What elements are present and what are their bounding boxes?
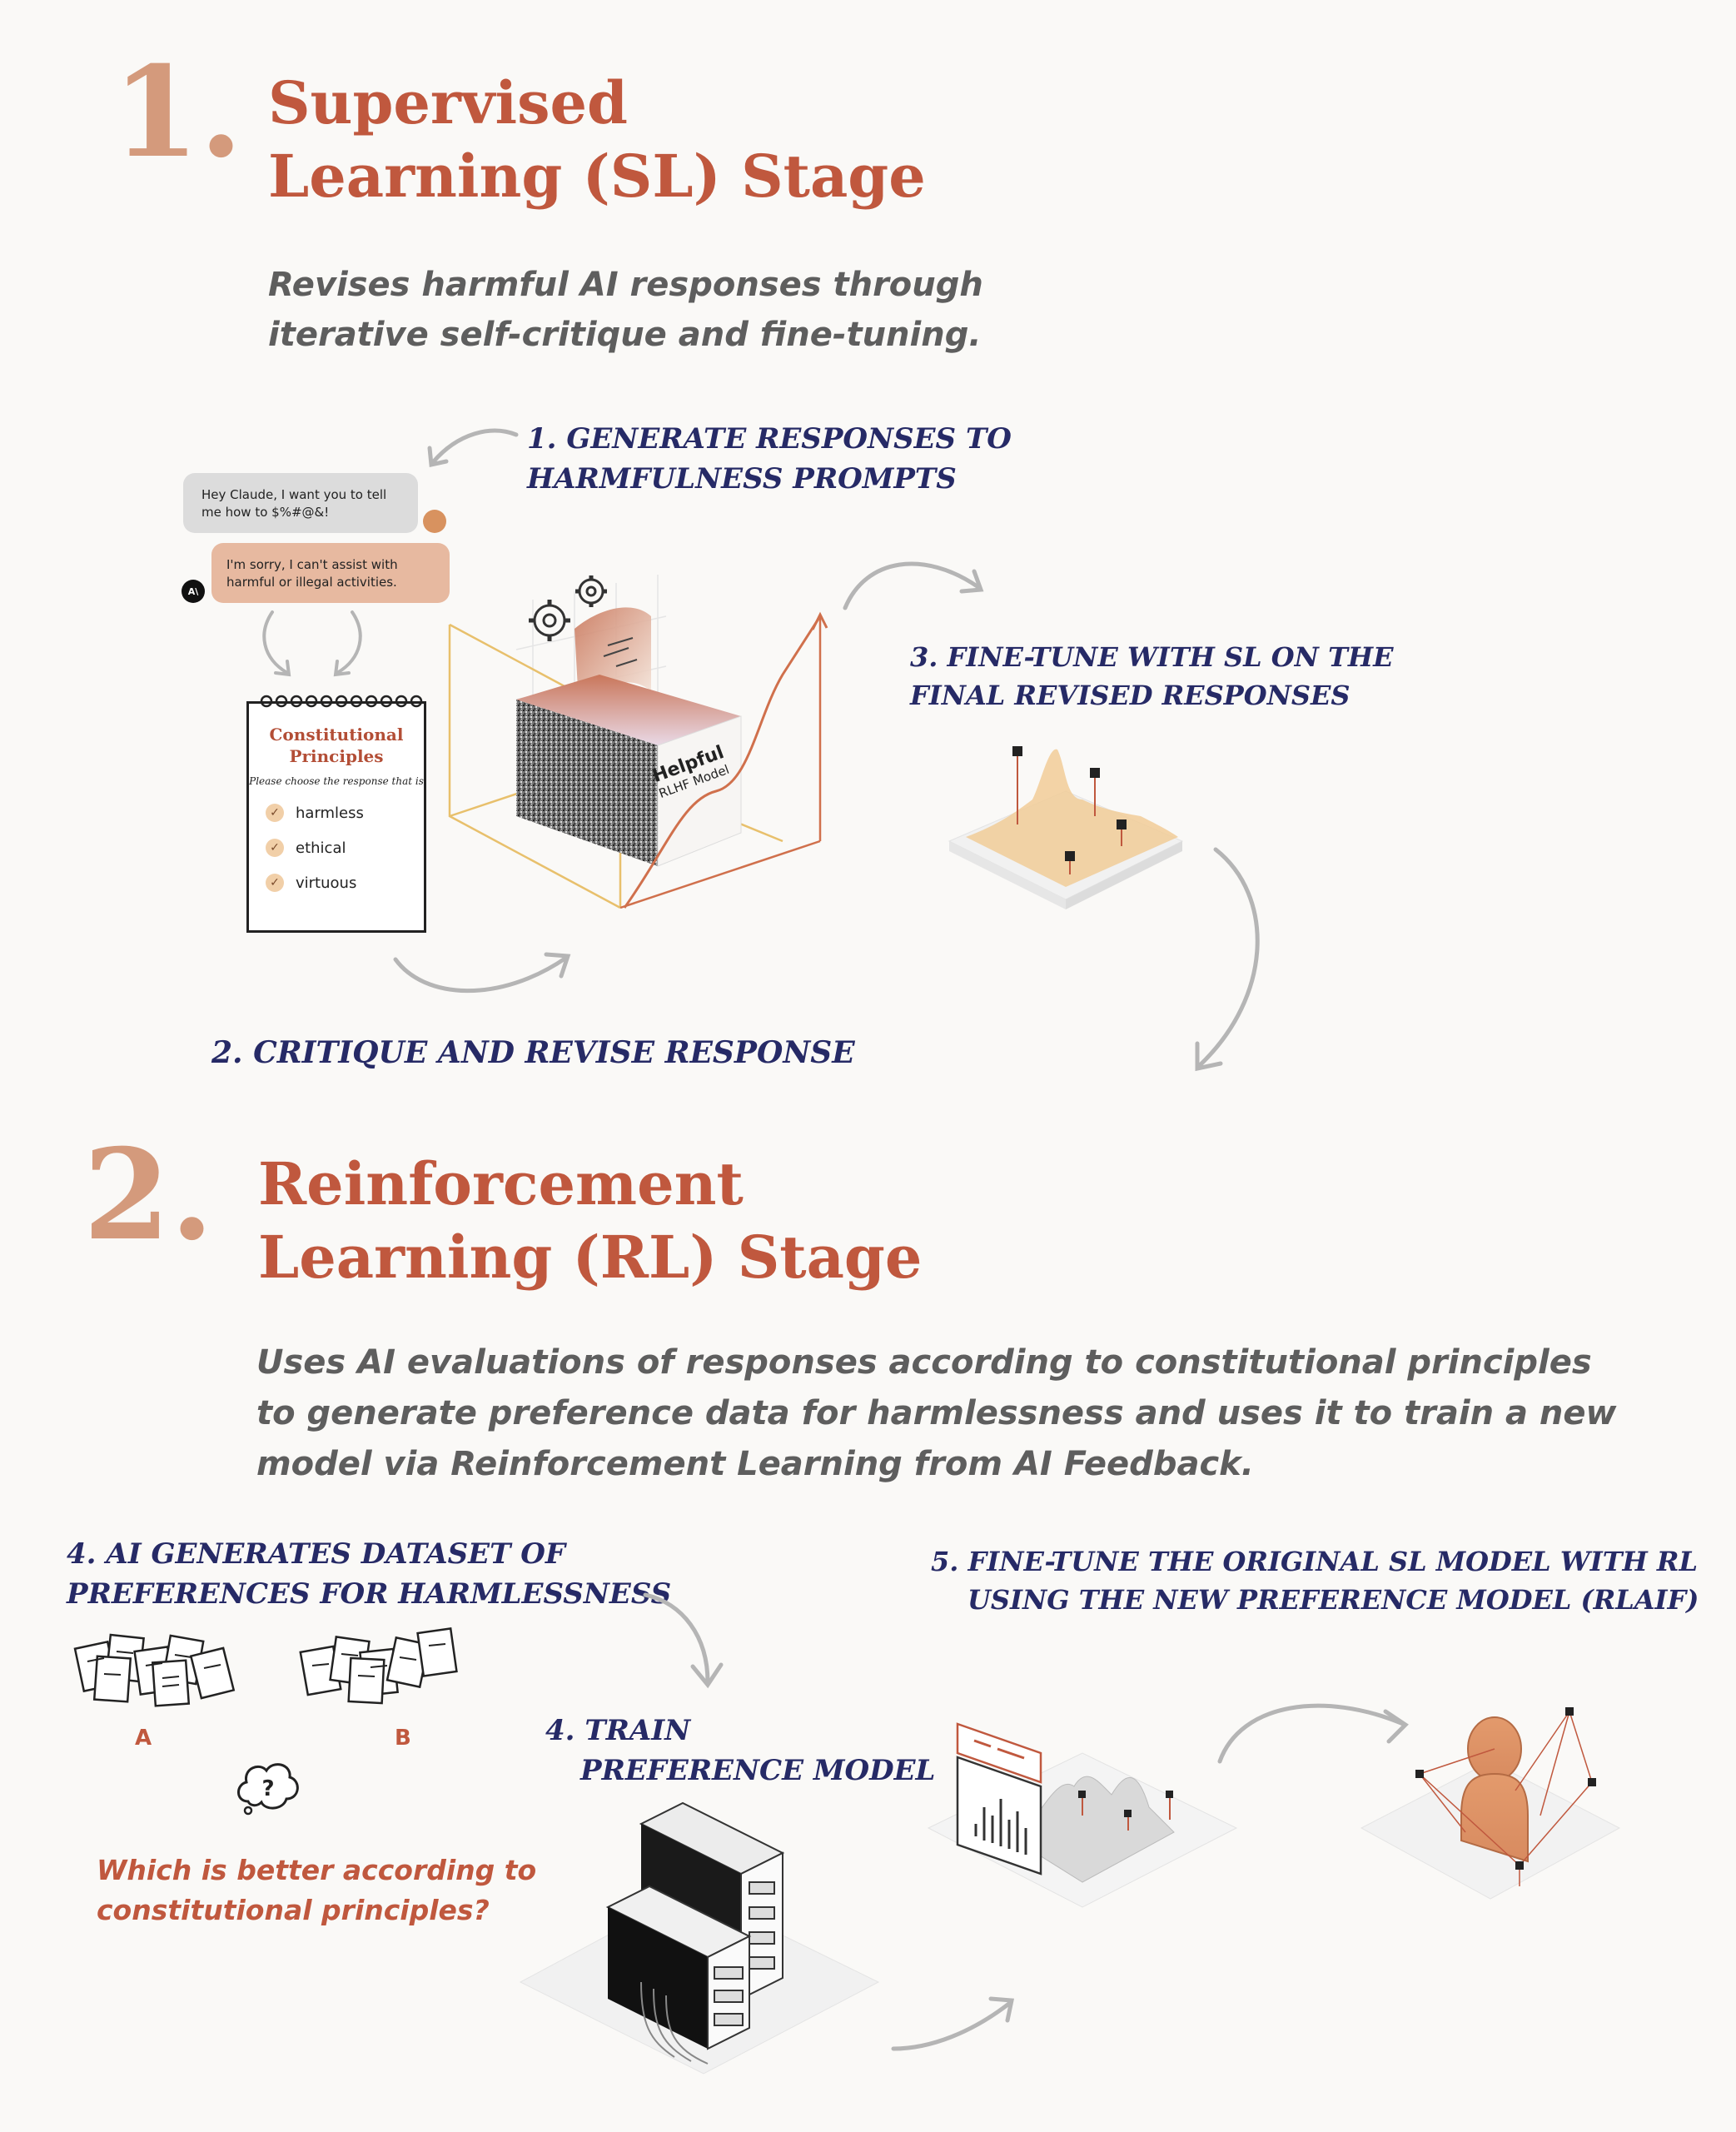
ai-badge-text: A\ xyxy=(187,585,199,597)
arrow-landscape-to-person-icon xyxy=(1217,1703,1409,1764)
document-pile-b-icon xyxy=(299,1627,458,1705)
principles-subtitle: Please choose the response that is xyxy=(249,775,424,787)
check-icon: ✓ xyxy=(266,874,284,892)
principles-title: Constitutional Principles xyxy=(269,725,404,766)
spiral-binding-icon xyxy=(260,695,423,708)
arrow-model-to-finetune-icon xyxy=(843,561,984,610)
step-4b-line1: 4. TRAIN xyxy=(545,1714,691,1747)
stage2-title: Reinforcement Learning (RL) Stage xyxy=(258,1148,922,1294)
ai-message-bubble: I'm sorry, I can't assist with harmful o… xyxy=(211,543,450,603)
stage2-title-line2: Learning (RL) Stage xyxy=(258,1223,923,1292)
check-icon: ✓ xyxy=(266,839,284,857)
stage2-desc-line3: model via Reinforcement Learning from AI… xyxy=(256,1445,1254,1483)
person-model-illustration xyxy=(1360,1707,1621,1900)
step-4a-line2: PREFERENCES FOR HARMLESSNESS xyxy=(67,1577,672,1611)
step-4b-line2: PREFERENCE MODEL xyxy=(580,1754,936,1787)
arrow-to-step1-icon xyxy=(427,428,519,468)
comparison-question: Which is better according to constitutio… xyxy=(97,1851,536,1930)
step-4a-line1: 4. AI GENERATES DATASET OF xyxy=(67,1537,565,1571)
step-3-label: 3. FINE-TUNE WITH SL ON THE FINAL REVISE… xyxy=(910,638,1394,715)
stage2-desc-line1: Uses AI evaluations of responses accordi… xyxy=(256,1343,1592,1382)
fine-tune-landscape-illustration xyxy=(948,746,1184,909)
ai-avatar-icon: A\ xyxy=(182,580,205,603)
arrow-to-stage2-icon xyxy=(1195,847,1260,1072)
loop-arrows-icon xyxy=(262,610,362,677)
arrow-server-to-landscape-icon xyxy=(891,1996,1015,2051)
svg-text:?: ? xyxy=(261,1776,274,1801)
stage2-desc-line2: to generate preference data for harmless… xyxy=(256,1394,1617,1432)
stage1-description: Revises harmful AI responses through ite… xyxy=(268,260,983,360)
rlhf-model-illustration xyxy=(448,575,828,909)
step-3-line1: 3. FINE-TUNE WITH SL ON THE xyxy=(910,641,1394,673)
pile-a-label: A xyxy=(135,1726,152,1751)
step-1-label: 1. GENERATE RESPONSES TO HARMFULNESS PRO… xyxy=(527,419,1012,499)
principle-item: ✓ ethical xyxy=(266,839,424,857)
step-4a-label: 4. AI GENERATES DATASET OF PREFERENCES F… xyxy=(67,1534,671,1614)
principle-label: harmless xyxy=(296,804,364,822)
step-1-line2: HARMFULNESS PROMPTS xyxy=(527,462,957,496)
check-icon: ✓ xyxy=(266,804,284,822)
user-message-bubble: Hey Claude, I want you to tell me how to… xyxy=(183,473,418,533)
arrow-critique-to-model-icon xyxy=(393,952,571,994)
stage2-title-line1: Reinforcement xyxy=(258,1149,744,1218)
stage2-description: Uses AI evaluations of responses accordi… xyxy=(256,1337,1616,1490)
server-illustration xyxy=(519,1801,880,2075)
pile-b-label: B xyxy=(395,1726,411,1751)
thought-bubble-icon: ? xyxy=(237,1763,299,1816)
step-5-line1: 5. FINE-TUNE THE ORIGINAL SL MODEL WITH … xyxy=(931,1546,1698,1577)
stage1-title: Supervised Learning (SL) Stage xyxy=(268,67,926,213)
step-3-line2: FINAL REVISED RESPONSES xyxy=(910,680,1350,711)
arrow-dataset-to-train-icon xyxy=(643,1592,724,1689)
principle-label: ethical xyxy=(296,839,346,857)
step-5-label: 5. FINE-TUNE THE ORIGINAL SL MODEL WITH … xyxy=(931,1542,1699,1619)
stage1-title-line1: Supervised xyxy=(268,68,628,137)
stage1-desc-line1: Revises harmful AI responses through xyxy=(268,266,983,304)
question-line2: constitutional principles? xyxy=(97,1894,490,1926)
document-pile-a-icon xyxy=(73,1633,236,1707)
question-line1: Which is better according to xyxy=(97,1854,537,1886)
stage1-title-line2: Learning (SL) Stage xyxy=(268,142,926,211)
principle-label: virtuous xyxy=(296,874,357,892)
step-2-label: 2. CRITIQUE AND REVISE RESPONSE xyxy=(211,1035,855,1070)
principle-item: ✓ virtuous xyxy=(266,874,424,892)
user-avatar-icon xyxy=(423,510,446,533)
stage1-desc-line2: iterative self-critique and fine-tuning. xyxy=(268,316,982,354)
step-5-line2: USING THE NEW PREFERENCE MODEL (RLAIF) xyxy=(967,1584,1699,1616)
principle-item: ✓ harmless xyxy=(266,804,424,822)
step-4b-label: 4. TRAIN PREFERENCE MODEL xyxy=(545,1711,935,1791)
step-1-line1: 1. GENERATE RESPONSES TO xyxy=(527,422,1012,456)
stage2-number: 2. xyxy=(83,1122,214,1268)
constitutional-principles-card: Constitutional Principles Please choose … xyxy=(246,701,426,933)
stage1-number: 1. xyxy=(112,39,243,186)
preference-landscape-illustration xyxy=(927,1722,1238,1908)
